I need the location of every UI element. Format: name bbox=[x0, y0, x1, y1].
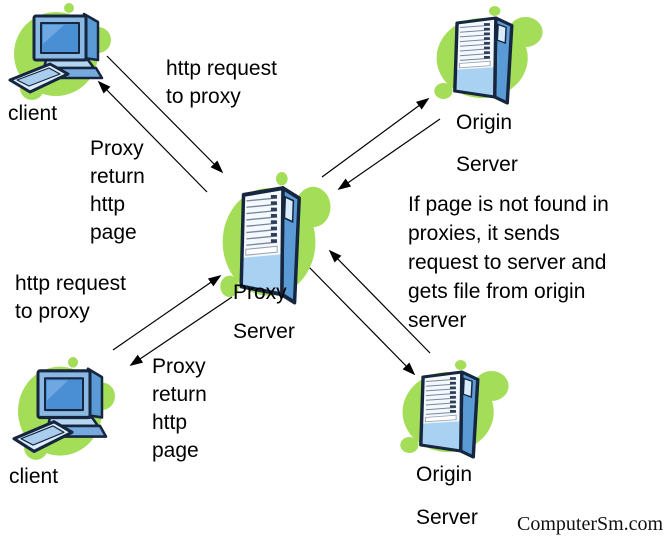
proxy-label-line2: Server bbox=[233, 320, 295, 343]
annotation-proxy-return-bottom: Proxy return http page bbox=[152, 353, 207, 465]
annotation-line: Proxy bbox=[90, 137, 144, 160]
annotation-not-found-note: If page is not found in proxies, it send… bbox=[408, 190, 609, 335]
annotation-line: to proxy bbox=[166, 85, 241, 108]
annotation-line: gets file from origin bbox=[408, 280, 586, 303]
server-tower-icon bbox=[398, 360, 512, 470]
client-bottom-label: client bbox=[9, 465, 59, 488]
proxy-label: Proxy Server bbox=[233, 273, 295, 351]
arrow-client-bottom-to-proxy bbox=[112, 274, 222, 351]
arrow-origin-bottom-to-proxy bbox=[328, 249, 431, 354]
annotation-line: page bbox=[90, 221, 137, 244]
annotation-line: http bbox=[90, 193, 126, 216]
origin-bottom-label: Origin Server bbox=[416, 453, 478, 538]
origin-top-label-line1: Origin bbox=[456, 111, 513, 134]
annotation-proxy-return-top: Proxy return http page bbox=[90, 135, 145, 247]
arrow-proxy-to-client-top bbox=[97, 80, 208, 193]
origin-top-label: Origin Server bbox=[456, 102, 518, 186]
desktop-computer-icon bbox=[10, 356, 118, 462]
annotation-line: return bbox=[152, 383, 207, 406]
server-tower-icon bbox=[218, 172, 334, 320]
arrow-proxy-to-origin-top bbox=[321, 97, 430, 178]
client-top-label: client bbox=[8, 102, 58, 125]
annotation-line: http bbox=[152, 411, 188, 434]
proxy-label-line1: Proxy bbox=[233, 281, 287, 304]
annotation-http-request-top: http request to proxy bbox=[166, 55, 277, 111]
desktop-computer-icon bbox=[6, 2, 114, 102]
arrow-origin-top-to-proxy bbox=[337, 118, 441, 191]
watermark: ComputerSm.com bbox=[517, 513, 664, 535]
arrow-proxy-to-origin-bottom bbox=[304, 262, 416, 376]
arrow-client-top-to-proxy bbox=[106, 55, 224, 174]
server-tower-icon bbox=[432, 6, 546, 116]
annotation-http-request-left: http request to proxy bbox=[15, 270, 126, 326]
annotation-line: http request bbox=[15, 272, 126, 295]
annotation-line: server bbox=[408, 309, 467, 332]
annotation-line: page bbox=[152, 439, 199, 462]
annotation-line: to proxy bbox=[15, 300, 90, 323]
annotation-line: proxies, it sends bbox=[408, 222, 560, 245]
annotation-line: request to server and bbox=[408, 251, 607, 274]
annotation-line: http request bbox=[166, 57, 277, 80]
annotation-line: Proxy bbox=[152, 355, 206, 378]
annotation-line: If page is not found in bbox=[408, 193, 609, 216]
annotation-line: return bbox=[90, 165, 145, 188]
origin-bottom-label-line2: Server bbox=[416, 506, 478, 529]
arrow-proxy-to-client-bottom bbox=[129, 296, 233, 367]
origin-bottom-label-line1: Origin bbox=[416, 463, 473, 486]
origin-top-label-line2: Server bbox=[456, 153, 518, 176]
